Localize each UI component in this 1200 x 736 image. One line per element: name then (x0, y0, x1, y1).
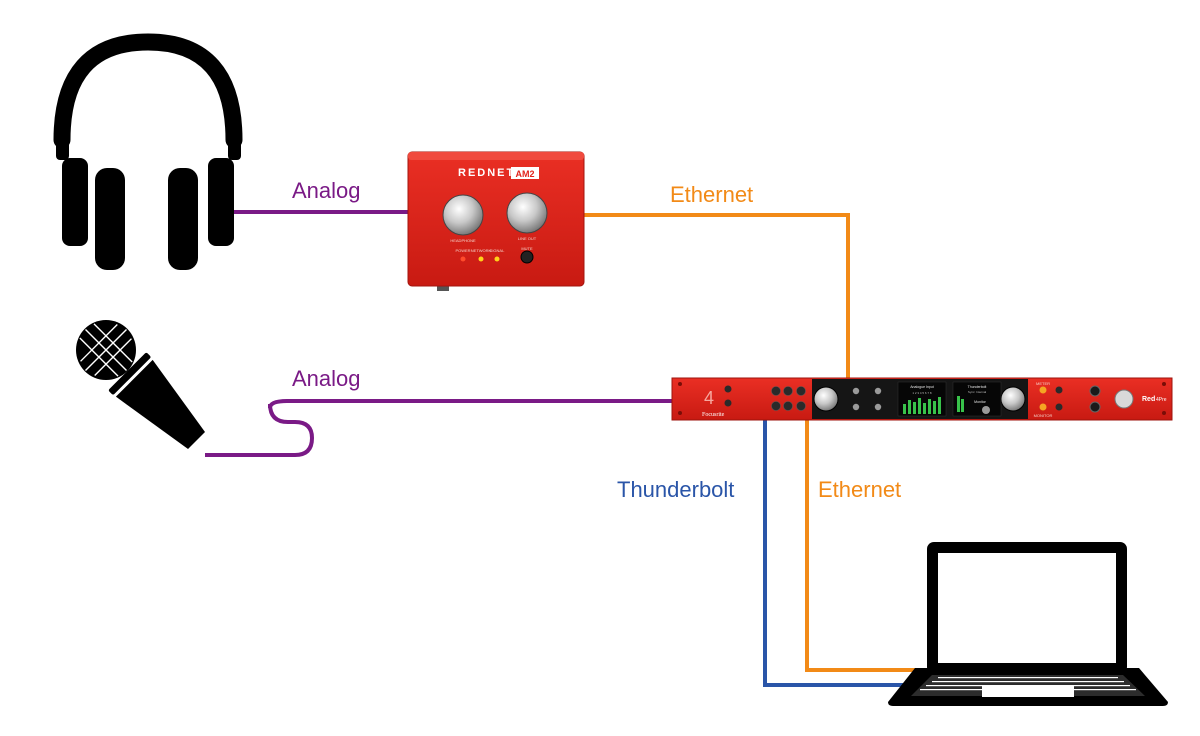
power-led (460, 256, 466, 262)
line-out-knob[interactable] (506, 192, 548, 234)
maker-logo: Focusrite (702, 412, 725, 418)
am2-led-signal-label: SIGNAL (490, 248, 505, 253)
ethernet-label-laptop: Ethernet (818, 477, 901, 502)
headphone-jack-2[interactable] (1089, 401, 1101, 413)
brand-red: Red (1142, 396, 1155, 403)
microphone-icon (76, 320, 205, 449)
brand-suffix: 4Pre (1156, 397, 1167, 403)
am2-knob-left-label: HEADPHONE (450, 238, 476, 243)
am2-mute-label: MUTE (521, 246, 533, 251)
screen2-item: Monitor (974, 400, 987, 404)
thunderbolt-cable (763, 420, 915, 687)
headphones-icon (53, 33, 243, 270)
laptop-icon (888, 542, 1168, 706)
meter-label: METER (1036, 381, 1050, 386)
red4pre-device: 4 Focusrite Analogue Input 1 2 3 4 5 6 7… (671, 377, 1173, 421)
rednet-am2-device: REDNET AM2 HEADPHONE LINE OUT POWER NETW… (407, 151, 585, 291)
monitor-knob[interactable] (1000, 386, 1026, 412)
screen2-title: Thunderbolt (968, 385, 987, 389)
am2-brand: REDNET (458, 167, 515, 179)
screen2-sub: Sync: Internal (968, 390, 987, 394)
level-meters (903, 397, 941, 414)
monitor-label: MONITOR (1034, 413, 1053, 418)
mute-button[interactable] (520, 250, 534, 264)
screen1-title: Analogue Input (910, 385, 934, 389)
headphone-jack-1[interactable] (1089, 385, 1101, 397)
am2-knob-right-label: LINE OUT (518, 236, 537, 241)
am2-model: AM2 (515, 169, 534, 179)
power-button[interactable] (1114, 389, 1134, 409)
analog-label-mic: Analog (292, 366, 361, 391)
ethernet-cable-laptop (805, 420, 928, 672)
headphone-knob[interactable] (442, 194, 484, 236)
analog-cable-mic (205, 399, 678, 457)
ethernet-cable-am2 (580, 213, 850, 378)
am2-led-network-label: NETWORK (471, 248, 492, 253)
unit-number: 4 (704, 388, 714, 408)
screen1-channels: 1 2 3 4 5 6 7 8 (912, 391, 932, 395)
thunderbolt-label: Thunderbolt (617, 477, 734, 502)
analog-label-headphones: Analog (292, 178, 361, 203)
signal-led (494, 256, 500, 262)
am2-led-power-label: POWER (455, 248, 470, 253)
gain-knob[interactable] (813, 386, 839, 412)
network-led (478, 256, 484, 262)
ethernet-label-am2: Ethernet (670, 182, 753, 207)
